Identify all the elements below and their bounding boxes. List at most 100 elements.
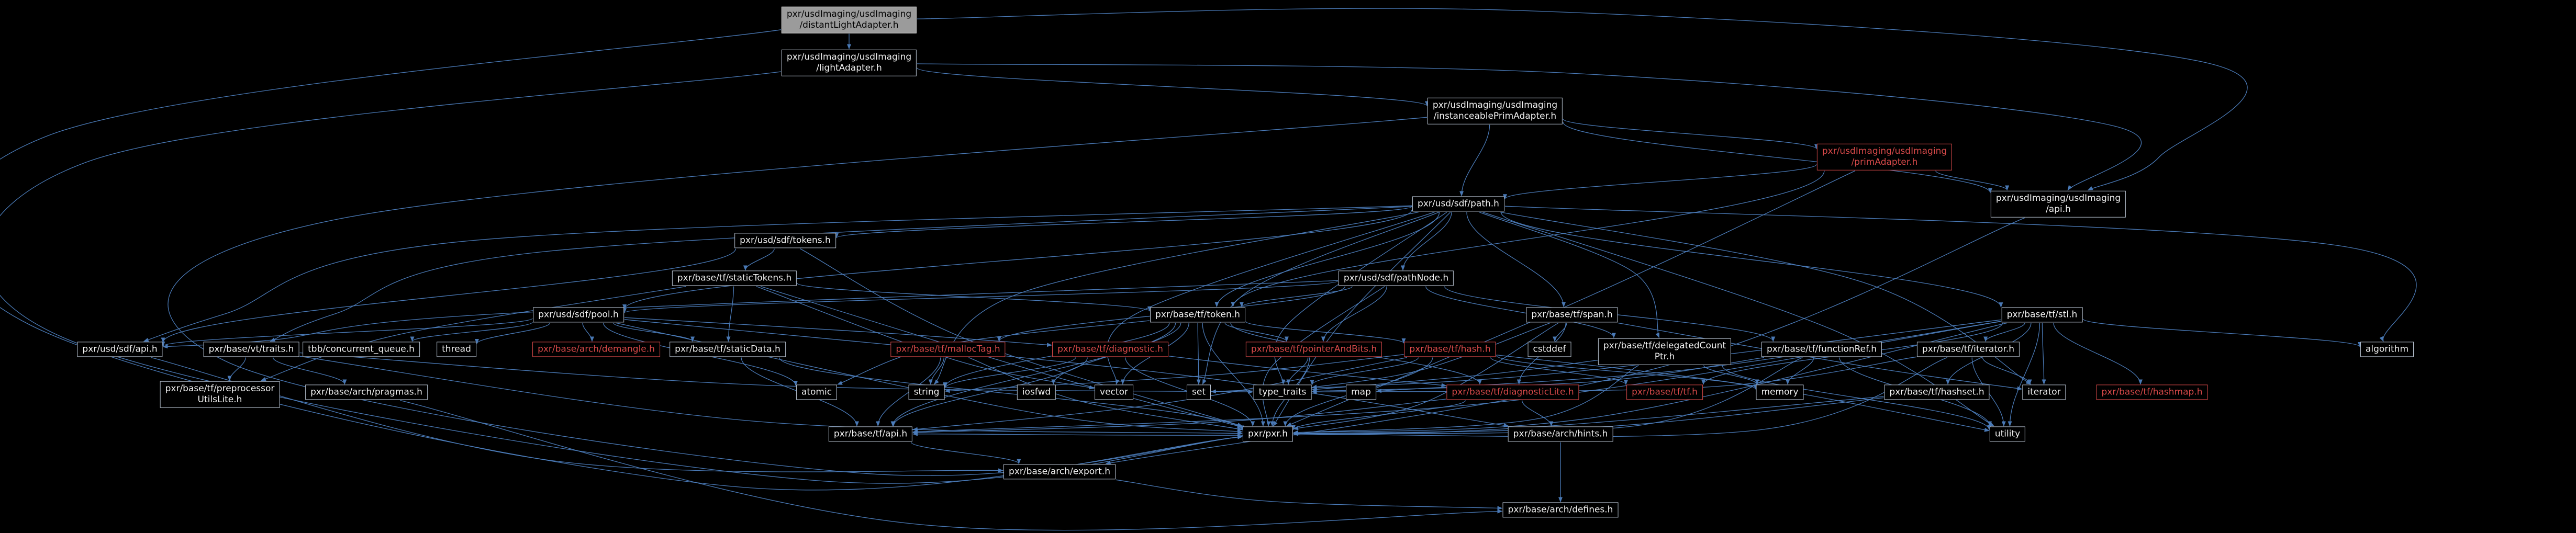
- graph-node-vtTraits[interactable]: pxr/base/vt/traits.h: [203, 342, 299, 357]
- graph-edge-stl-iteratorStd: [2042, 323, 2046, 385]
- graph-node-demangle[interactable]: pxr/base/arch/demangle.h: [532, 342, 660, 357]
- graph-node-utility[interactable]: utility: [1989, 426, 2026, 442]
- graph-node-pointerAndBits[interactable]: pxr/base/tf/pointerAndBits.h: [1245, 342, 1382, 357]
- graph-node-label: pxr/base/tf/span.h: [1531, 309, 1613, 320]
- graph-node-functionRef[interactable]: pxr/base/tf/functionRef.h: [1761, 342, 1882, 357]
- graph-node-span[interactable]: pxr/base/tf/span.h: [1526, 307, 1618, 323]
- graph-node-pathNode[interactable]: pxr/usd/sdf/pathNode.h: [1338, 270, 1454, 286]
- graph-node-staticData[interactable]: pxr/base/tf/staticData.h: [670, 342, 786, 357]
- graph-node-label: pxr/base/tf/hashmap.h: [2101, 387, 2203, 398]
- graph-node-diagnosticLite[interactable]: pxr/base/tf/diagnosticLite.h: [1446, 384, 1579, 400]
- graph-edge-stl-pxr: [1293, 322, 2007, 435]
- graph-node-usdImagingApi[interactable]: pxr/usdImaging/usdImaging/api.h: [1990, 190, 2126, 218]
- graph-node-label: pxr/usd/sdf/api.h: [82, 344, 158, 355]
- graph-node-label: tbb/concurrent_queue.h: [308, 344, 415, 355]
- graph-node-label: pxr/base/arch/demangle.h: [538, 344, 655, 355]
- graph-node-iteratorStd[interactable]: iterator: [2022, 384, 2066, 400]
- graph-edge-sdfPool-demangle: [582, 323, 594, 342]
- graph-node-label: pxr/base/tf/tf.h: [1632, 387, 1698, 398]
- graph-edge-span-pxr: [1293, 322, 1559, 430]
- graph-node-archExport[interactable]: pxr/base/arch/export.h: [1003, 464, 1116, 480]
- graph-node-instanceablePrimAdapter[interactable]: pxr/usdImaging/usdImaging/instanceablePr…: [1427, 97, 1563, 124]
- graph-edge-lightAdapter-usdImagingApi: [917, 63, 2142, 191]
- graph-edge-distantLightAdapter-pxr: [0, 29, 1243, 491]
- graph-node-label: pxr/usd/sdf/pool.h: [538, 309, 619, 320]
- graph-node-hashmap[interactable]: pxr/base/tf/hashmap.h: [2096, 384, 2208, 400]
- graph-edge-token-pointerAndBits: [1224, 322, 1289, 342]
- graph-edge-stl-utility: [2008, 323, 2040, 427]
- graph-edge-primAdapter-token: [1231, 171, 1825, 308]
- graph-node-label: pxr/usd/sdf/path.h: [1418, 198, 1499, 209]
- graph-node-diagnostic[interactable]: pxr/base/tf/diagnostic.h: [1052, 342, 1168, 357]
- graph-edge-token-pxr: [1202, 323, 1265, 427]
- graph-node-sdfPool[interactable]: pxr/usd/sdf/pool.h: [533, 307, 624, 323]
- graph-node-archDefines[interactable]: pxr/base/arch/defines.h: [1502, 502, 1619, 518]
- graph-node-algorithm[interactable]: algorithm: [2360, 342, 2414, 357]
- graph-node-label: pxr/base/arch/pragmas.h: [310, 387, 422, 398]
- graph-node-pxr[interactable]: pxr/pxr.h: [1242, 426, 1293, 442]
- graph-edge-pathNode-pxr: [1262, 286, 1385, 427]
- graph-node-tfTf[interactable]: pxr/base/tf/tf.h: [1626, 384, 1703, 400]
- graph-edge-pathNode-token: [1240, 286, 1353, 308]
- graph-edge-sdfPath-sdfApi: [143, 205, 1412, 342]
- graph-node-staticTokens[interactable]: pxr/base/tf/staticTokens.h: [672, 270, 797, 286]
- graph-node-mallocTag[interactable]: pxr/base/tf/mallocTag.h: [890, 342, 1006, 357]
- graph-node-iosfwd[interactable]: iosfwd: [1017, 384, 1056, 400]
- graph-edge-sdfTokens-staticTokens: [743, 248, 775, 271]
- graph-node-cstddef[interactable]: cstddef: [1527, 342, 1571, 357]
- graph-node-hints[interactable]: pxr/base/arch/hints.h: [1508, 426, 1613, 442]
- graph-node-lightAdapter[interactable]: pxr/usdImaging/usdImaging/lightAdapter.h: [781, 49, 917, 76]
- graph-node-sdfPath[interactable]: pxr/usd/sdf/path.h: [1412, 196, 1504, 212]
- graph-node-token[interactable]: pxr/base/tf/token.h: [1150, 307, 1245, 323]
- graph-node-thread[interactable]: thread: [437, 342, 476, 357]
- graph-node-primAdapter[interactable]: pxr/usdImaging/usdImaging/primAdapter.h: [1816, 143, 1953, 171]
- graph-node-map[interactable]: map: [1346, 384, 1376, 400]
- graph-node-label: utility: [1994, 428, 2021, 439]
- graph-edge-sdfPath-algorithm: [1504, 206, 2417, 342]
- graph-node-label: UtilsLite.h: [197, 394, 242, 405]
- graph-node-string[interactable]: string: [908, 384, 945, 400]
- graph-node-stl[interactable]: pxr/base/tf/stl.h: [2001, 307, 2083, 323]
- graph-node-vector[interactable]: vector: [1095, 384, 1133, 400]
- graph-node-sdfApi[interactable]: pxr/usd/sdf/api.h: [77, 342, 163, 357]
- graph-node-sdfTokens[interactable]: pxr/usd/sdf/tokens.h: [734, 233, 836, 248]
- graph-edge-diagnosticLite-tfApi: [912, 399, 1446, 435]
- graph-node-atomic[interactable]: atomic: [796, 384, 838, 400]
- graph-node-typeTraits[interactable]: type_traits: [1253, 384, 1312, 400]
- graph-edge-token-tfApi: [890, 323, 1176, 427]
- graph-edge-sdfPath-delegatedCountPtr: [1479, 211, 1660, 338]
- graph-node-label: pxr/base/tf/stl.h: [2006, 309, 2078, 320]
- graph-node-label: /api.h: [2046, 204, 2071, 214]
- graph-edge-sdfPath-set: [1202, 211, 1440, 385]
- graph-edge-primAdapter-usdImagingApi: [1935, 170, 2010, 191]
- graph-node-label: atomic: [801, 387, 832, 398]
- graph-node-tfIterator[interactable]: pxr/base/tf/iterator.h: [1916, 342, 2020, 357]
- graph-node-label: pxr/base/arch/defines.h: [1508, 504, 1613, 515]
- graph-node-memory[interactable]: memory: [1756, 384, 1804, 400]
- graph-node-label: pxr/base/arch/hints.h: [1513, 428, 1608, 439]
- graph-node-label: pxr/base/tf/staticTokens.h: [677, 273, 792, 283]
- graph-node-label: type_traits: [1258, 387, 1307, 398]
- graph-edge-instanceablePrimAdapter-primAdapter: [1563, 118, 1819, 150]
- graph-edge-pathNode-sdfPool: [622, 280, 1339, 314]
- graph-node-set[interactable]: set: [1187, 384, 1211, 400]
- graph-edge-diagnostic-tfApi: [891, 357, 1088, 427]
- graph-node-hash[interactable]: pxr/base/tf/hash.h: [1404, 342, 1496, 357]
- graph-edge-primAdapter-sdfPath: [1503, 164, 1817, 200]
- graph-edge-stl-tfIterator: [1983, 323, 2025, 342]
- graph-node-tfApi[interactable]: pxr/base/tf/api.h: [828, 426, 913, 442]
- graph-node-label: cstddef: [1533, 344, 1566, 355]
- graph-edge-sdfPath-span: [1466, 212, 1566, 308]
- graph-node-label: pxr/base/tf/diagnosticLite.h: [1452, 387, 1574, 398]
- graph-edge-sdfPath-string: [934, 211, 1419, 385]
- graph-node-hashset[interactable]: pxr/base/tf/hashset.h: [1884, 384, 1990, 400]
- graph-node-tbbConcurrentQueue[interactable]: tbb/concurrent_queue.h: [303, 342, 420, 357]
- graph-edge-diagnosticLite-pxr: [1291, 400, 1466, 430]
- graph-node-label: thread: [442, 344, 471, 355]
- graph-edge-instanceablePrimAdapter-sdfPath: [1459, 124, 1490, 197]
- graph-node-pragmas[interactable]: pxr/base/arch/pragmas.h: [305, 384, 428, 400]
